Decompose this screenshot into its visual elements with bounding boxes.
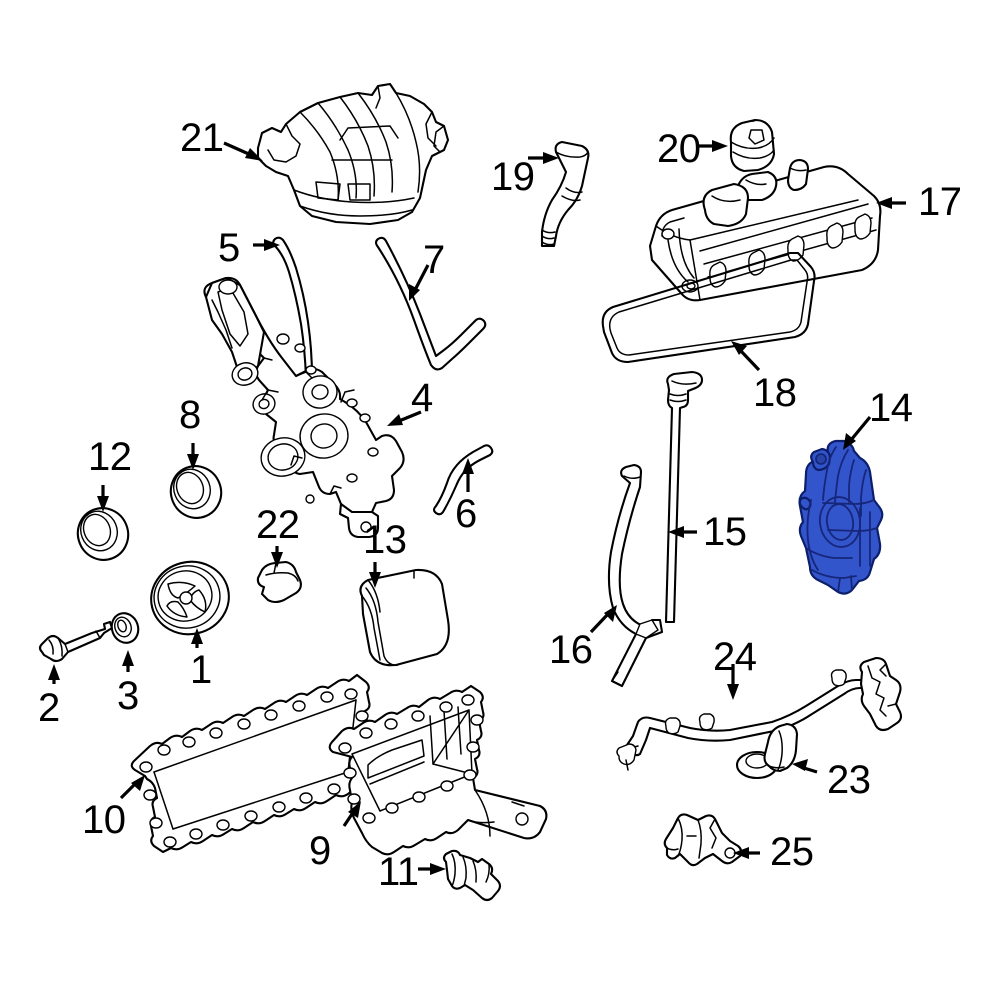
callout-15[interactable]: 15	[703, 510, 747, 554]
callout-16[interactable]: 16	[549, 628, 593, 672]
callout-11[interactable]: 11	[378, 850, 419, 894]
callout-8[interactable]: 8	[179, 393, 201, 437]
part-timing-cover-access-plate[interactable]	[256, 560, 302, 604]
part-front-crankshaft-seal[interactable]	[163, 459, 229, 526]
part-front-cover-tube-left[interactable]	[272, 236, 314, 380]
part-oil-pressure-sensor[interactable]	[442, 849, 502, 902]
callout-17[interactable]: 17	[918, 180, 962, 224]
part-oil-cooler-line-assembly[interactable]	[616, 656, 903, 771]
callout-20[interactable]: 20	[657, 127, 701, 171]
part-dipstick-tube[interactable]	[607, 463, 664, 688]
callout-13[interactable]: 13	[363, 518, 407, 562]
callout-1[interactable]: 1	[190, 648, 212, 692]
part-crankshaft-pulley-washer[interactable]	[108, 609, 143, 646]
callout-6[interactable]: 6	[455, 492, 477, 536]
part-valve-cover-gasket[interactable]	[601, 251, 816, 364]
part-oil-level-dipstick[interactable]	[664, 370, 704, 624]
callout-14[interactable]: 14	[869, 386, 913, 430]
callout-10[interactable]: 10	[82, 798, 126, 842]
part-oil-pan-gasket[interactable]	[130, 673, 371, 854]
part-crankshaft-pulley-bolt[interactable]	[38, 620, 114, 663]
callout-2[interactable]: 2	[38, 686, 60, 730]
callout-7[interactable]: 7	[423, 238, 445, 282]
callout-23[interactable]: 23	[827, 758, 871, 802]
part-valve-cover[interactable]	[648, 158, 882, 302]
callout-5[interactable]: 5	[218, 226, 240, 270]
part-rear-crankshaft-seal[interactable]	[70, 501, 136, 568]
part-crankcase-vent-hose[interactable]	[540, 140, 590, 248]
part-oil-pan[interactable]	[328, 684, 548, 856]
callout-19[interactable]: 19	[491, 155, 535, 199]
callout-25[interactable]: 25	[770, 830, 814, 874]
part-oil-pump-highlighted[interactable]	[798, 439, 884, 595]
callout-12[interactable]: 12	[88, 435, 132, 479]
callout-21[interactable]: 21	[180, 116, 224, 160]
callout-24[interactable]: 24	[713, 635, 757, 679]
callout-4[interactable]: 4	[411, 376, 433, 420]
part-oil-tube-short[interactable]	[432, 444, 494, 516]
part-oil-line-mounting-bracket[interactable]	[663, 813, 743, 867]
callout-18[interactable]: 18	[753, 371, 797, 415]
part-front-cover-tube-right[interactable]	[374, 236, 487, 371]
part-intake-manifold[interactable]	[256, 82, 450, 226]
part-oil-filter[interactable]	[359, 568, 450, 667]
callout-9[interactable]: 9	[309, 829, 331, 873]
part-oil-filler-cap[interactable]	[729, 118, 776, 173]
part-oil-cooler-line-grommet[interactable]	[735, 722, 799, 780]
callout-22[interactable]: 22	[256, 503, 300, 547]
part-crankshaft-pulley[interactable]	[143, 554, 236, 643]
leader-lines	[48, 140, 906, 875]
callout-3[interactable]: 3	[117, 674, 139, 718]
part-timing-cover[interactable]	[203, 276, 405, 539]
